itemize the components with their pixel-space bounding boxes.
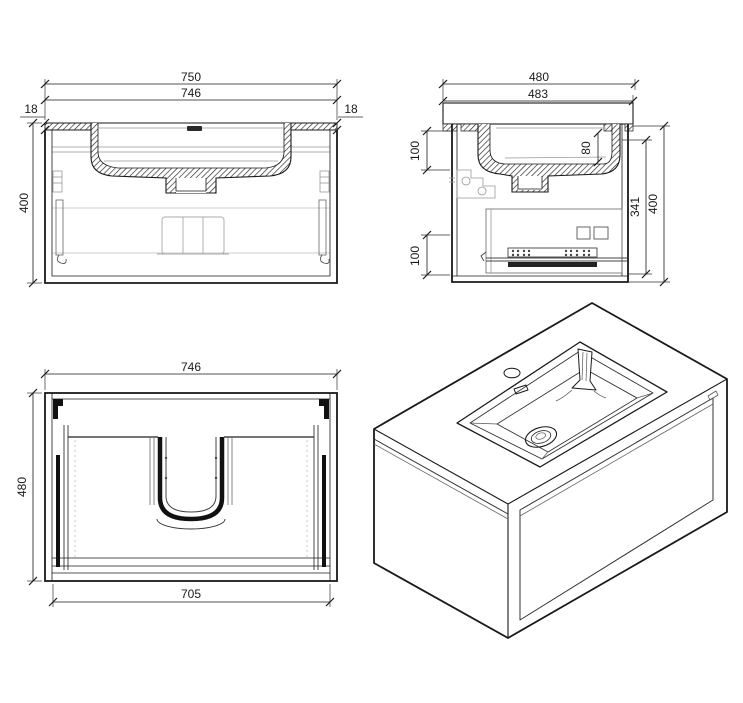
dim-front-panel-right: 18 [344,102,358,116]
overflow-slot [187,126,202,131]
basin-floor [496,368,638,453]
view-front-section: 750 746 18 18 400 [17,70,363,288]
dim-front-carcass-width: 746 [181,86,201,100]
front-center-bracket [157,216,229,255]
drain-slot [176,178,206,193]
dim-front-panel-left: 18 [24,102,38,116]
side-wall-bracket [449,169,496,199]
dim-side-height: 400 [646,194,660,214]
u-cutout-outer [157,437,225,522]
dim-side-depth-overall: 483 [528,87,548,101]
dim-side-depth-top: 480 [529,70,549,84]
dim-front-height: 400 [17,193,31,213]
plan-drawer-sides [53,399,329,570]
dim-side-inner-height: 341 [628,197,642,217]
side-countertop [442,102,634,132]
dim-side-basin-depth: 80 [579,141,593,155]
plan-dimensions: 746 480 705 [15,360,342,607]
view-isometric [373,302,728,639]
iso-faucet-column [555,348,607,402]
view-plan-drawer: 746 480 705 [15,360,342,607]
slide-rail [480,247,627,267]
hanger-rail-left [55,199,64,256]
front-cabinet-body [44,129,338,284]
side-basin-shell-hatch [478,124,620,192]
basin-shell-hatch [91,123,291,193]
side-drawer-assembly [480,208,627,274]
dim-plan-depth: 480 [15,477,29,497]
side-dimensions: 480 483 100 80 341 400 [408,70,670,287]
hanger-rail-right [318,199,327,256]
dim-plan-width: 746 [181,360,201,374]
faucet-hole [503,367,521,379]
iso-front-face [373,438,509,520]
iso-basin [456,341,668,468]
iso-drawer-recess [519,390,719,621]
plan-carcass [44,392,338,582]
iso-silhouette [373,302,728,639]
u-cutout-inner [165,437,217,513]
iso-edges [373,378,728,638]
drain-hole [524,426,558,448]
overflow-hole [513,384,529,395]
dim-plan-drawer-width: 705 [181,587,201,601]
front-dimensions: 750 746 18 18 400 [17,70,363,288]
dim-side-offset-top: 100 [408,141,422,161]
basin-rim-outer [456,341,668,468]
side-basin-section [477,124,621,193]
dim-side-offset-bottom: 100 [408,246,422,266]
side-drain-slot [518,176,542,190]
front-wall-brackets [52,170,330,264]
view-side-section: 480 483 100 80 341 400 [408,70,670,287]
front-basin-section [90,123,292,194]
dim-front-overall-width: 750 [181,70,201,84]
plan-siphon-cutout [149,437,233,530]
